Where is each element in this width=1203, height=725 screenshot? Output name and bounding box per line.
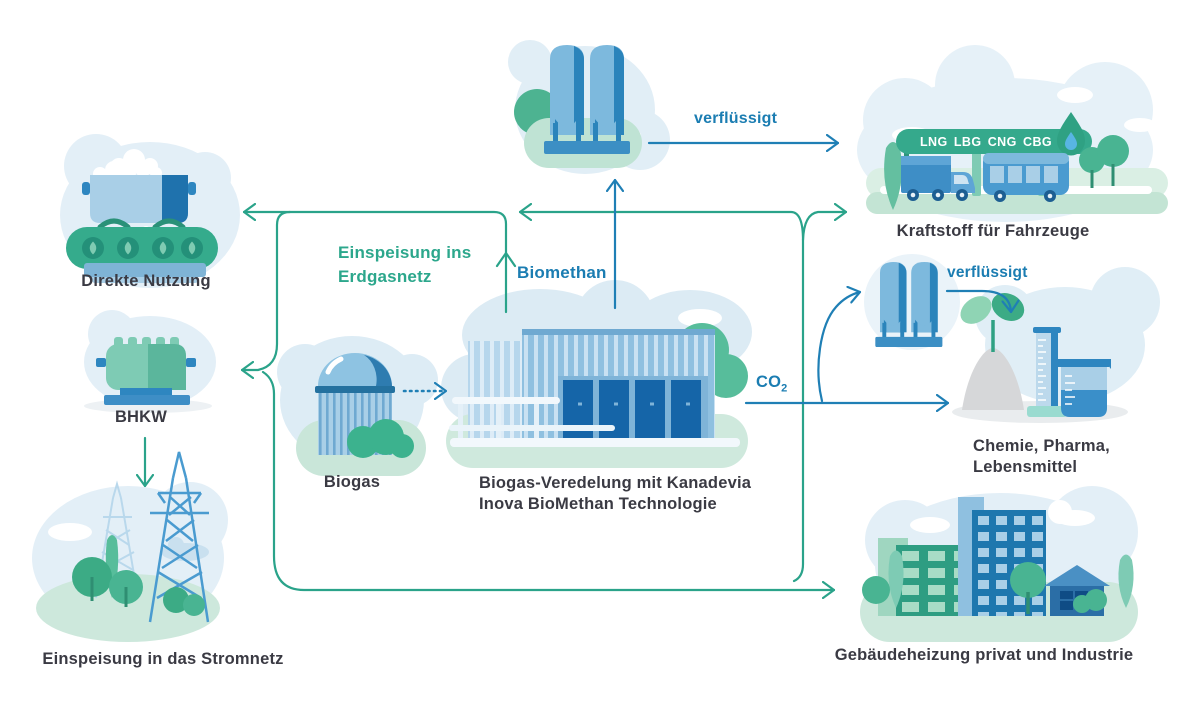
gas-storage-tanks-icon [508,40,670,174]
arrow-grid-to-bhkw [240,210,292,370]
chp-generator-icon [84,310,216,413]
caption-veredelung: Biogas-Veredelung mit Kanadevia Inova Bi… [479,473,799,515]
gas-grid-flow-lines [145,210,848,590]
arrow-grid-right-segment [518,212,805,242]
arrow-co2-to-tanks [817,292,862,403]
lab-plant-beaker-icon [952,267,1160,423]
caption-gebaeudeheizung: Gebäudeheizung privat und Industrie [834,646,1134,664]
power-pylon-icon [32,451,228,642]
caption-chemie: Chemie, Pharma, Lebensmittel [973,436,1153,478]
caption-kraftstoff: Kraftstoff für Fahrzeuge [896,222,1090,240]
caption-bhkw: BHKW [114,408,168,426]
co2-base: CO [756,373,782,391]
fuel-banner: LNG LBG CNG CBG [920,130,1052,153]
cooking-pot-stove-icon [60,134,240,288]
fuel-banner-cbg: CBG [1023,134,1052,149]
arrow-tanks-to-chemie [945,289,1011,314]
co2-subscript: 2 [781,382,788,395]
label-verfluessigt-top: verflüssigt [694,110,778,127]
label-erdgasnetz-line1: Einspeisung ins [338,243,472,262]
fuel-banner-lbg: LBG [953,134,982,149]
label-co2: CO2 [756,373,787,394]
caption-chemie-line1: Chemie, Pharma, [973,437,1110,455]
caption-stromnetz: Einspeisung in das Stromnetz [42,650,284,668]
fuel-banner-cng: CNG [987,134,1017,149]
fuel-banner-lng: LNG [920,134,948,149]
arrow-plant-to-grid [242,212,508,314]
caption-chemie-line2: Lebensmittel [973,458,1078,476]
caption-veredelung-line1: Biogas-Veredelung mit Kanadevia [479,474,752,492]
grid-vertical-line [792,212,848,583]
buildings-icon [860,486,1138,642]
label-verfluessigt-right: verflüssigt [947,264,1028,281]
processing-plant-icon [441,280,752,468]
caption-biogas: Biogas [323,473,381,491]
arrow-plant-up-chevron [495,251,517,268]
label-erdgasnetz-line2: Erdgasnetz [338,267,432,286]
fuel-station-vehicles-icon [857,45,1168,222]
biomethan-flow-lines [402,143,1011,403]
caption-direkte-nutzung: Direkte Nutzung [81,272,211,290]
label-einspeisung-erdgasnetz: Einspeisung ins Erdgasnetz [338,241,471,289]
label-biomethan: Biomethan [517,263,607,282]
caption-veredelung-line2: Inova BioMethan Technologie [479,495,717,513]
arrow-grid-to-gebaeude [261,370,836,590]
co2-storage-tanks-icon [864,254,960,350]
biogas-dome-icon [277,336,438,476]
